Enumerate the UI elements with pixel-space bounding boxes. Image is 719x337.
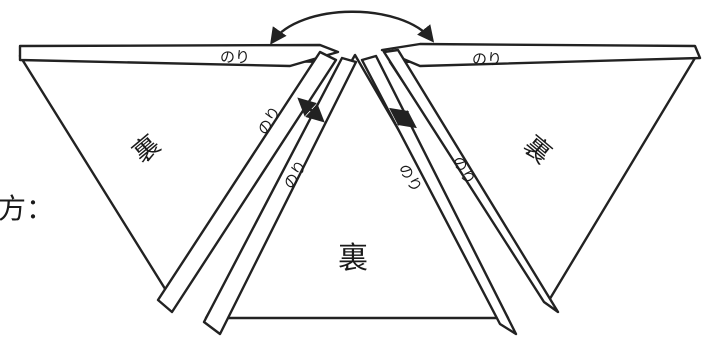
top-fold-arrow [272, 12, 432, 42]
left-edge-text-fragment: 方： [0, 192, 54, 225]
glue-label-top-right: のり [472, 50, 502, 68]
back-label-center: 裏 [338, 241, 368, 276]
glue-label-top-left: のり [220, 48, 250, 66]
